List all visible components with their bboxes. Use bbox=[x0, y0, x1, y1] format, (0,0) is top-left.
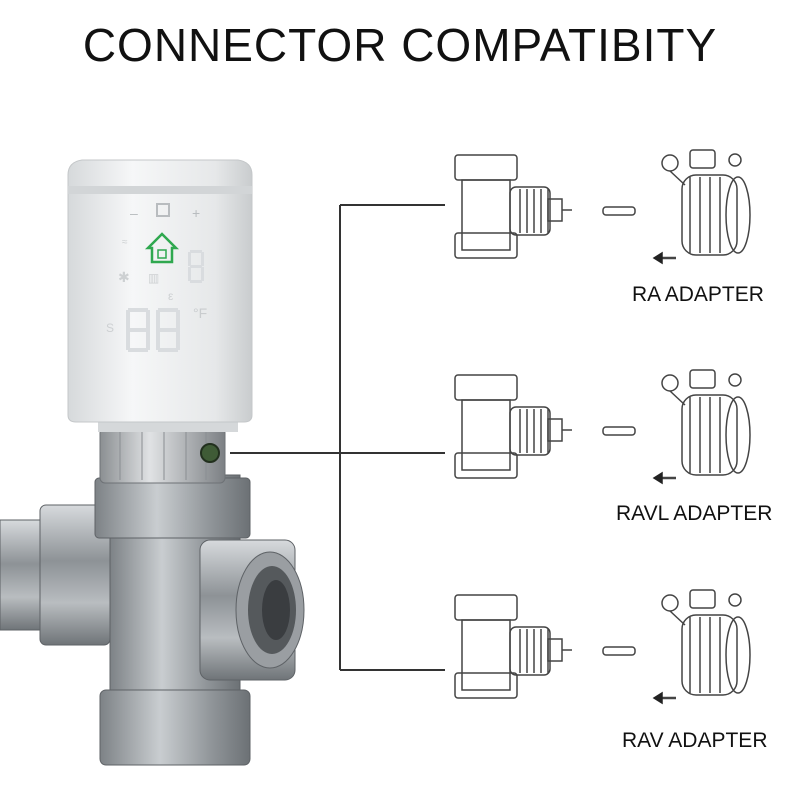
connector-lines bbox=[230, 204, 445, 671]
wifi-icon: ≈ bbox=[122, 237, 128, 248]
home-icon bbox=[144, 232, 180, 264]
pin-ra bbox=[602, 206, 636, 216]
valve-drawing-ravl bbox=[454, 374, 572, 479]
thermostat-valve-photo: – + °F ≈ ✱ ▥ ε bbox=[0, 159, 305, 766]
flame-icon: ε bbox=[168, 289, 174, 303]
mode-icon: S bbox=[106, 321, 114, 335]
plus-icon: + bbox=[192, 205, 200, 221]
pin-rav bbox=[602, 646, 636, 656]
adapter-label-ra: RA ADAPTER bbox=[632, 283, 764, 306]
valve-body bbox=[0, 474, 305, 766]
valve-icon bbox=[156, 203, 170, 217]
adapter-drawing-ra bbox=[661, 149, 751, 256]
pin-ravl bbox=[602, 426, 636, 436]
adapter-drawing-rav bbox=[661, 589, 751, 696]
adapter-row-ravl bbox=[454, 369, 751, 485]
temperature-digits bbox=[126, 250, 204, 352]
window-icon: ▥ bbox=[148, 271, 159, 285]
adapter-label-ravl: RAVL ADAPTER bbox=[616, 502, 773, 525]
connection-point-dot bbox=[200, 443, 220, 463]
minus-icon: – bbox=[130, 205, 138, 221]
valve-drawing-rav bbox=[454, 594, 572, 699]
adapter-row-rav bbox=[454, 589, 751, 705]
valve-drawing-ra bbox=[454, 154, 572, 259]
adapter-label-rav: RAV ADAPTER bbox=[622, 729, 768, 752]
adapter-rows bbox=[454, 149, 751, 705]
snowflake-icon: ✱ bbox=[118, 269, 130, 285]
page-title: CONNECTOR COMPATIBITY bbox=[82, 19, 718, 71]
connector-nut bbox=[99, 427, 226, 484]
adapter-row-ra bbox=[454, 149, 751, 265]
fahrenheit-icon: °F bbox=[193, 305, 207, 321]
adapter-drawing-ravl bbox=[661, 369, 751, 476]
thermostat-head: – + °F ≈ ✱ ▥ ε bbox=[67, 159, 253, 432]
